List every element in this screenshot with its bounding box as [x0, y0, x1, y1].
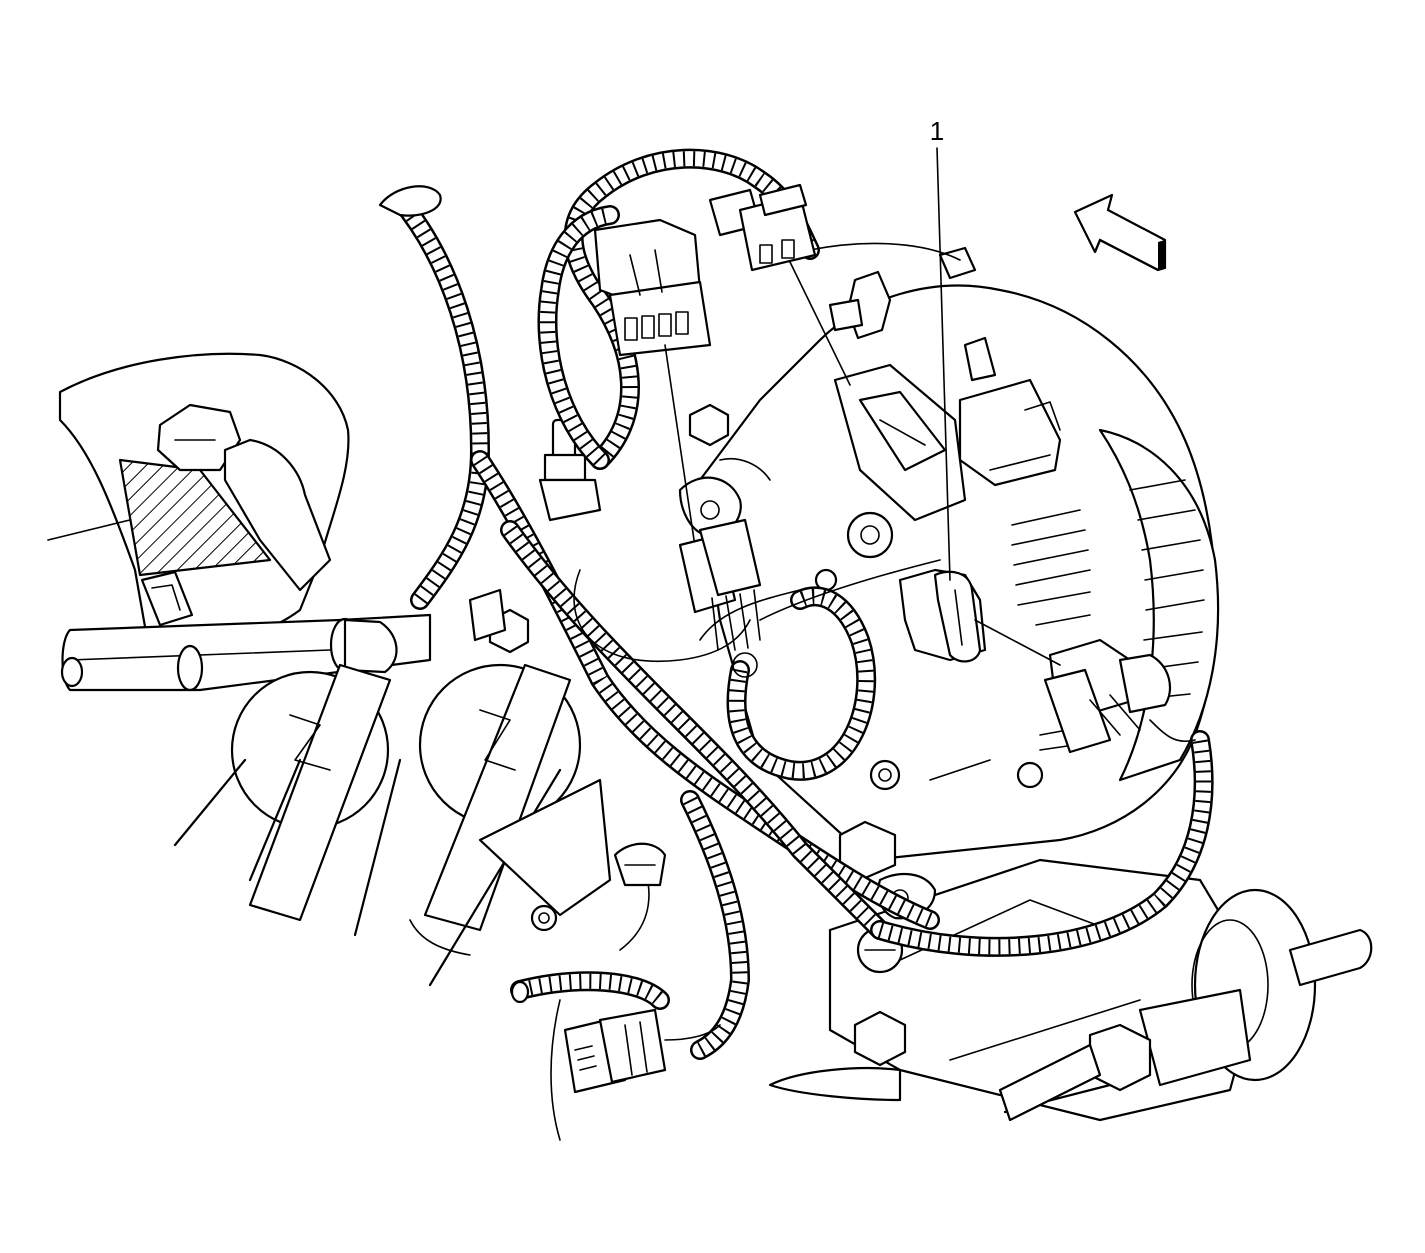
engine-mount-bracket	[47, 352, 350, 657]
output-terminal-connector	[1043, 638, 1196, 754]
callout-1-component	[898, 568, 1061, 666]
stud-nut	[468, 403, 730, 654]
vacuum-canister	[998, 888, 1373, 1122]
main-wiring-harness	[378, 148, 1214, 1141]
callout-1: 1	[930, 116, 951, 581]
generator-connector-2-way	[708, 183, 851, 386]
generator-connector-4-way	[593, 218, 712, 581]
regulator-connector	[678, 518, 762, 678]
harness-clip	[613, 842, 667, 887]
drive-belt-pulleys	[173, 663, 612, 987]
callout-1-leader	[936, 147, 951, 581]
front-direction-arrow-icon	[1073, 193, 1167, 272]
callout-1-label: 1	[930, 116, 944, 146]
lower-harness-connector	[563, 1008, 721, 1094]
